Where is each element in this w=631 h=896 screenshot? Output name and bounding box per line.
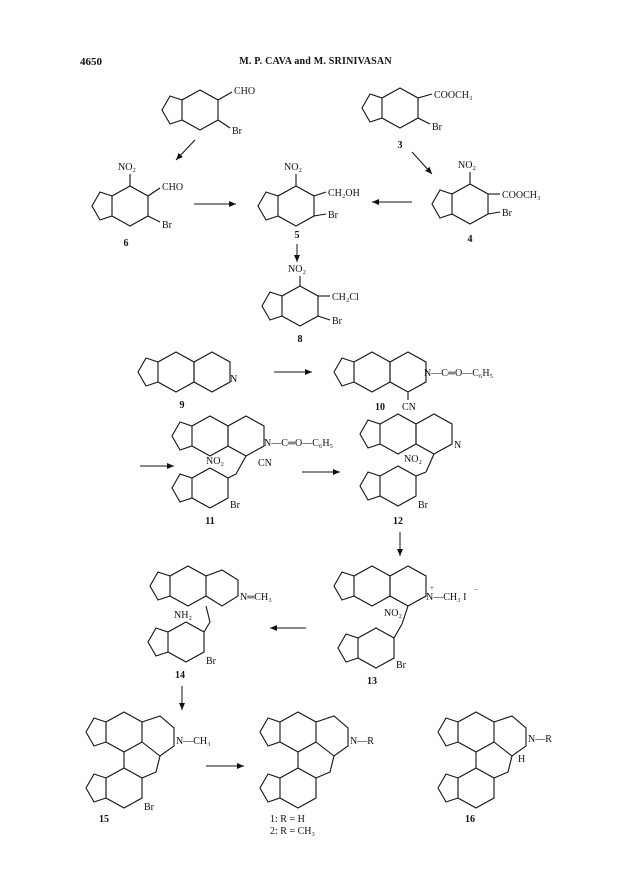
compound-14-nh2-label: NH₂ (174, 610, 192, 621)
aldehyde-cho-label: CHO (234, 86, 255, 97)
compound-6-number: 6 (124, 238, 129, 249)
compound-6-no2-label: NO₂ (118, 162, 136, 173)
compound-10-amide-label: N—C═O—C₆H₅ (424, 368, 493, 379)
compound-8-structure: NO₂ CH₂Cl Br 8 (261, 264, 359, 345)
compound-3-number: 3 (398, 140, 403, 151)
compound-8-ch2cl-label: CH₂Cl (332, 292, 359, 303)
compound-13-number: 13 (367, 676, 377, 687)
compound-4-br-label: Br (502, 208, 513, 219)
compound-4-structure: NO₂ COOCH₃ Br 4 (431, 160, 541, 245)
running-head: M. P. CAVA and M. SRINIVASAN (239, 56, 392, 67)
compound-12-br-label: Br (418, 500, 429, 511)
compound-aldehyde-structure: CHO Br (161, 86, 255, 137)
page-number: 4650 (80, 56, 102, 68)
compound-11-amide-label: N—C═O—C₆H₅ (264, 438, 333, 449)
compound-11-br-label: Br (230, 500, 241, 511)
compound-9-number: 9 (180, 400, 185, 411)
compound-6-structure: NO₂ CHO Br 6 (91, 162, 183, 249)
compound-5-structure: NO₂ CH₂OH Br 5 (257, 162, 360, 241)
compound-6-br-label: Br (162, 220, 173, 231)
compound-3-ester-label: COOCH₃ (434, 90, 473, 101)
compound-13-methiodide-label: N—CH₃ I (426, 592, 466, 603)
compound-2-legend: 2: R = CH₃ (270, 826, 315, 837)
compound-8-no2-label: NO₂ (288, 264, 306, 275)
compound-4-number: 4 (468, 234, 473, 245)
compound-9-structure: N 9 (137, 351, 237, 411)
compound-15-number: 15 (99, 814, 109, 825)
compound-14-number: 14 (175, 670, 185, 681)
compound-13-br-label: Br (396, 660, 407, 671)
compound-14-br-label: Br (206, 656, 217, 667)
compound-8-br-label: Br (332, 316, 343, 327)
compound-6-cho-label: CHO (162, 182, 183, 193)
arrow-3-to-4 (411, 151, 433, 175)
compound-5-no2-label: NO₂ (284, 162, 302, 173)
compound-10-structure: N—C═O—C₆H₅ CN 10 (333, 351, 493, 413)
compound-8-number: 8 (298, 334, 303, 345)
compound-5-number: 5 (295, 230, 300, 241)
compound-16-number: 16 (465, 814, 475, 825)
compound-1-2-nr-label: N—R (350, 736, 374, 747)
compound-4-no2-label: NO₂ (458, 160, 476, 171)
aldehyde-br-label: Br (232, 126, 243, 137)
compound-11-cn-label: CN (258, 458, 272, 469)
compound-11-no2-label: NO₂ (206, 456, 224, 467)
compound-10-number: 10 (375, 402, 385, 413)
compound-13-structure: N—CH₃ I + − NO₂ Br 13 (333, 565, 478, 687)
compound-12-no2-label: NO₂ (404, 454, 422, 465)
compound-13-minus-charge: − (474, 586, 478, 594)
compound-12-structure: N NO₂ Br 12 (359, 413, 461, 527)
compound-11-structure: N—C═O—C₆H₅ CN NO₂ Br 11 (171, 415, 333, 527)
compound-3-structure: COOCH₃ Br 3 (361, 87, 473, 151)
compound-4-ester-label: COOCH₃ (502, 190, 541, 201)
compound-11-number: 11 (205, 516, 214, 527)
compound-15-nme-label: N—CH₃ (176, 736, 211, 747)
compound-15-br-label: Br (144, 802, 155, 813)
compound-5-br-label: Br (328, 210, 339, 221)
compound-13-plus-charge: + (430, 584, 434, 592)
compound-12-number: 12 (393, 516, 403, 527)
compound-15-structure: N—CH₃ Br 15 (85, 711, 211, 825)
compound-3-br-label: Br (432, 122, 443, 133)
compound-9-n-label: N (230, 374, 237, 385)
compound-13-no2-label: NO₂ (384, 608, 402, 619)
compound-14-imine-label: N═CH₃ (240, 592, 272, 603)
compound-10-cn-label: CN (402, 402, 416, 413)
compound-16-nr-label: N—R (528, 734, 552, 745)
compound-1-legend: 1: R = H (270, 814, 305, 825)
compound-14-structure: N═CH₃ NH₂ Br 14 (147, 565, 272, 681)
compound-16-h-label: H (518, 754, 525, 765)
arrow-aldehyde-to-6 (175, 139, 196, 161)
compound-5-ch2oh-label: CH₂OH (328, 188, 360, 199)
compound-1-2-structure: N—R 1: R = H 2: R = CH₃ (259, 711, 374, 837)
compound-16-structure: N—R H 16 (437, 711, 552, 825)
compound-12-n-label: N (454, 440, 461, 451)
